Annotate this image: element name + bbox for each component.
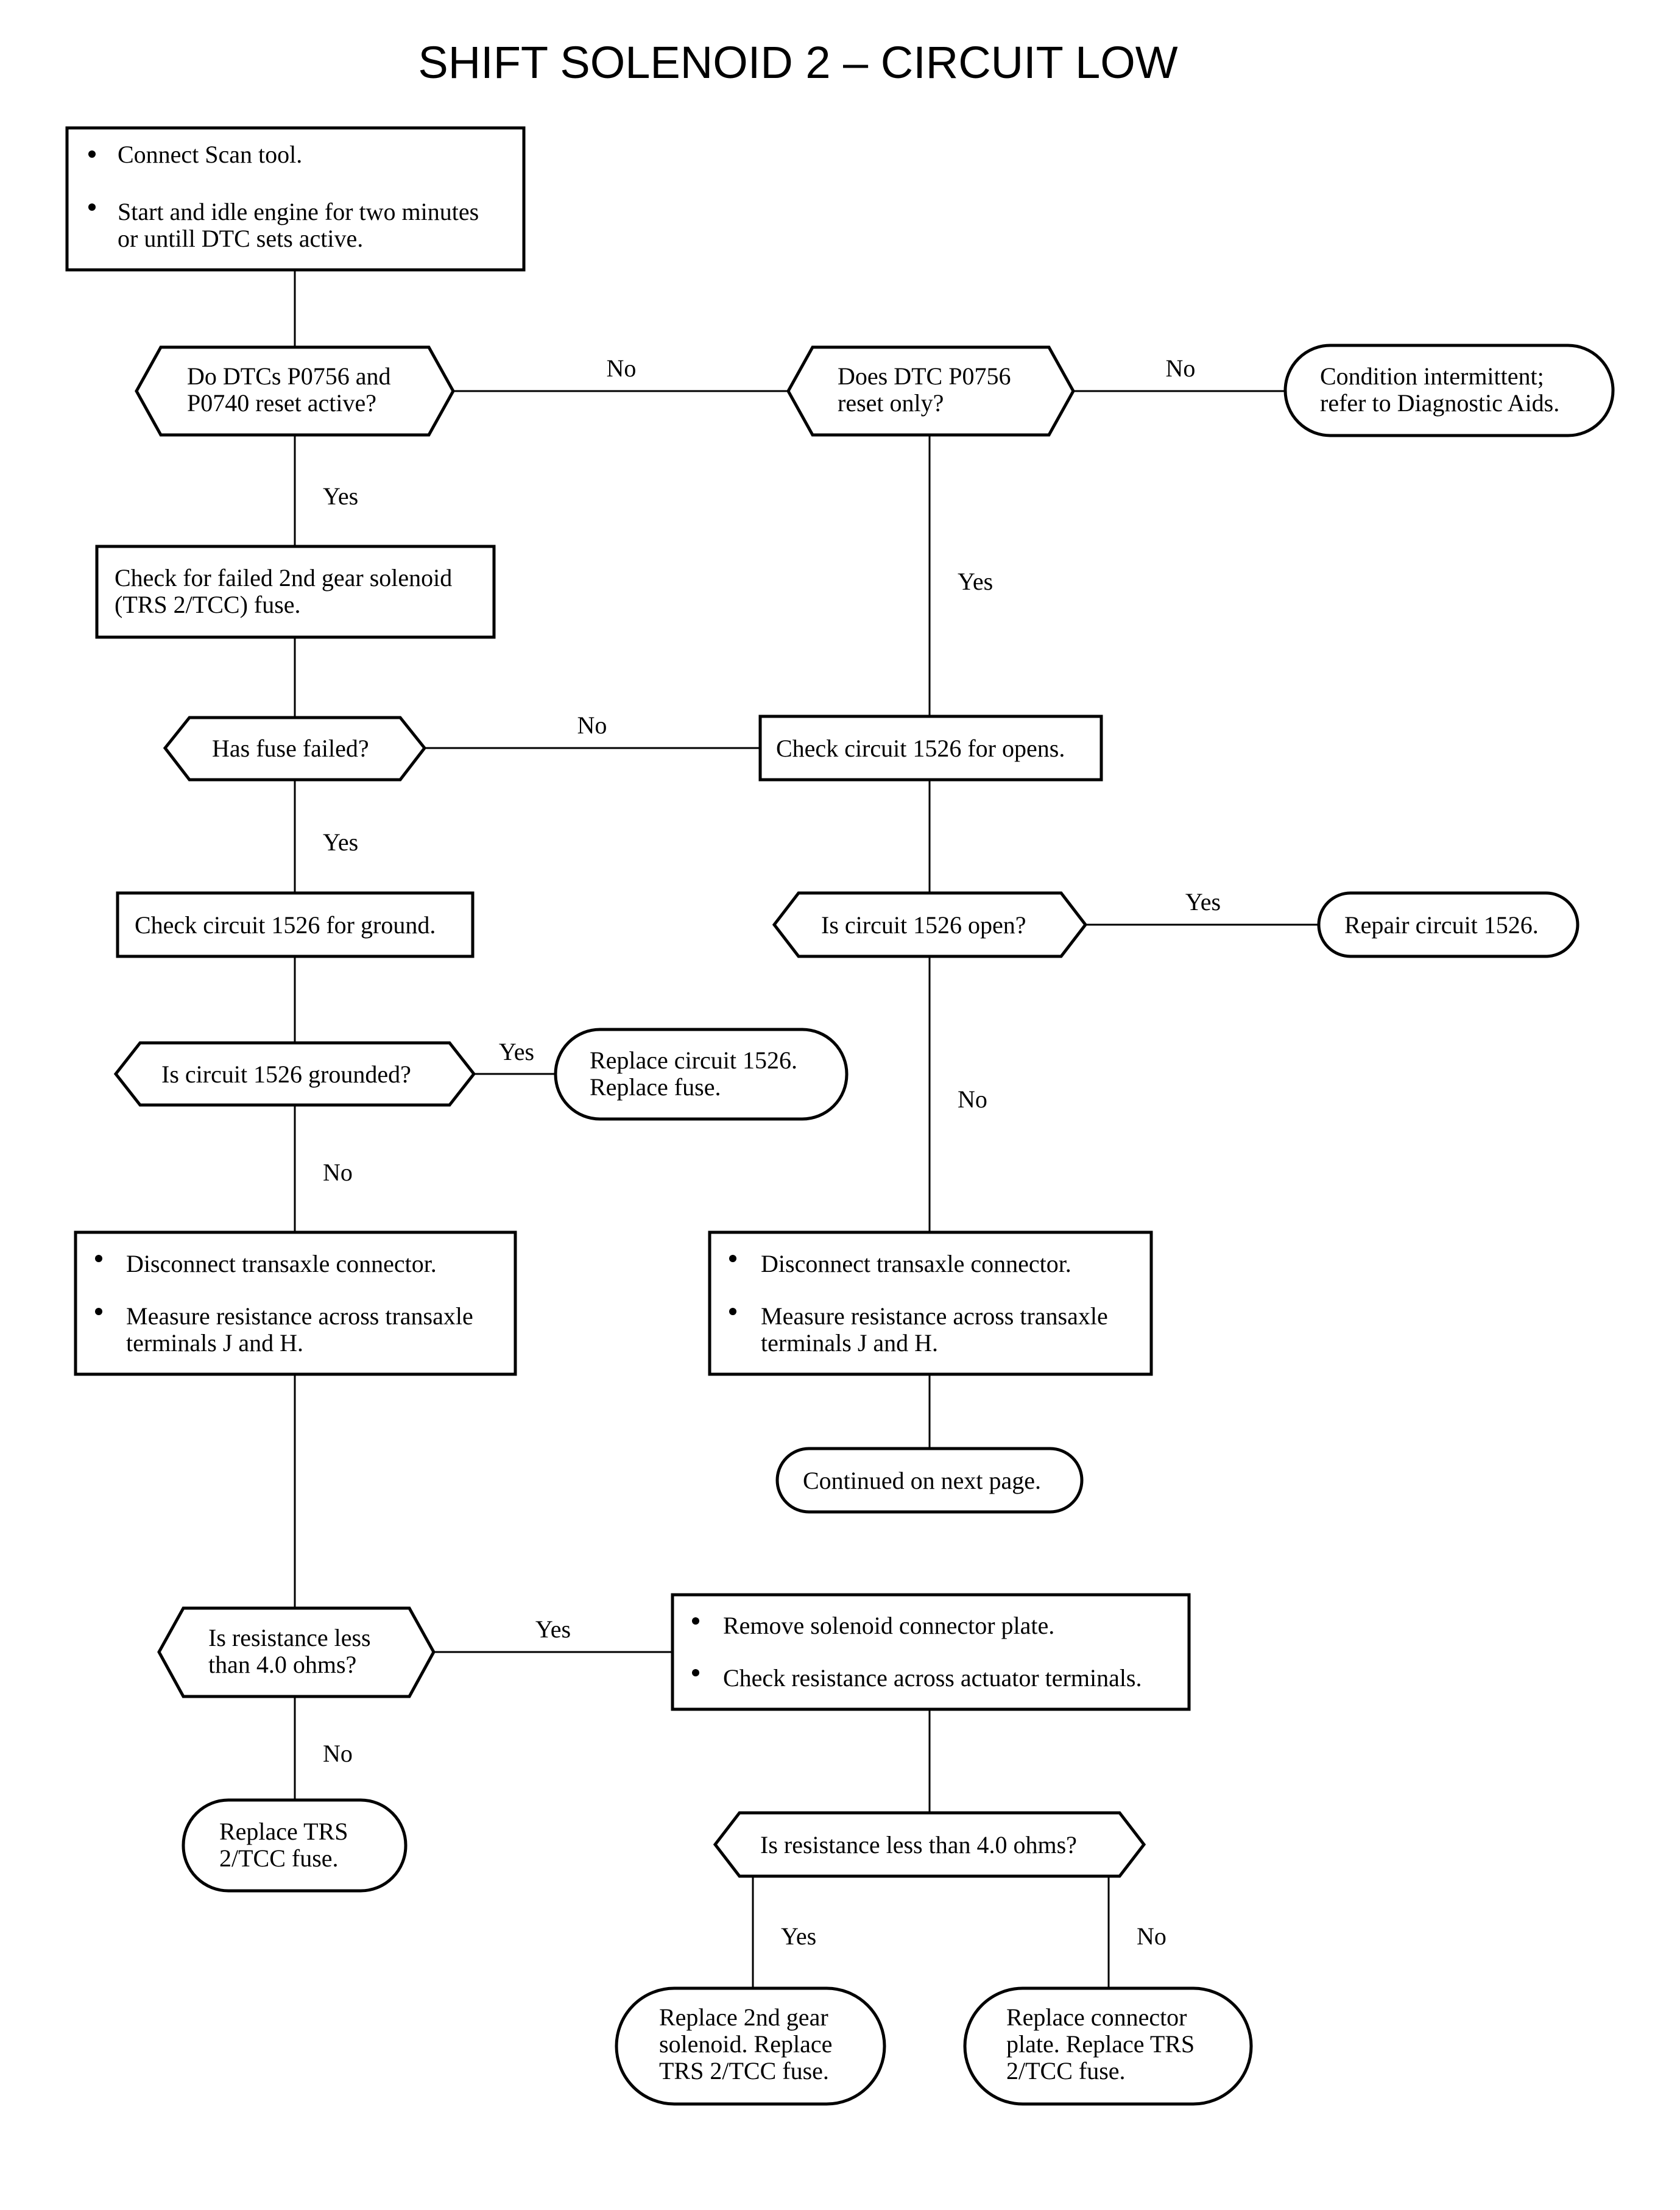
node-text: Check circuit 1526 for ground.: [135, 911, 436, 939]
node-text: Check for failed 2nd gear solenoid: [115, 564, 452, 591]
decision-circuit-open: Is circuit 1526 open?: [772, 891, 1088, 958]
edge-label: No: [1166, 355, 1196, 382]
node-text: (TRS 2/TCC) fuse.: [115, 591, 301, 618]
edge-label: Yes: [781, 1922, 816, 1950]
node-text: Has fuse failed?: [212, 735, 369, 762]
decision-dtc-only: Does DTC P0756 reset only?: [786, 345, 1075, 437]
edge-label: Yes: [535, 1615, 571, 1643]
terminal-replace-solenoid: Replace 2nd gear solenoid. Replace TRS 2…: [615, 1986, 886, 2106]
node-text: Is circuit 1526 grounded?: [161, 1061, 411, 1088]
node-text: Measure resistance across transaxle: [761, 1302, 1108, 1330]
action-check-ground: Check circuit 1526 for ground.: [116, 891, 475, 958]
node-text: Replace connector: [1006, 2003, 1187, 2031]
node-text: Measure resistance across transaxle: [126, 1302, 473, 1330]
edge-label: Yes: [499, 1038, 534, 1065]
node-text: 2/TCC fuse.: [219, 1845, 339, 1872]
node-text: Disconnect transaxle connector.: [761, 1250, 1071, 1277]
edge-label: No: [1137, 1922, 1166, 1950]
node-text: reset only?: [838, 389, 944, 417]
node-text: Is resistance less than 4.0 ohms?: [760, 1831, 1077, 1859]
start-step: Connect Scan tool. Start and idle engine…: [65, 126, 526, 272]
action-disconnect-left: Disconnect transaxle connector. Measure …: [74, 1230, 517, 1376]
node-text: P0740 reset active?: [187, 389, 376, 417]
terminal-replace-plate: Replace connector plate. Replace TRS 2/T…: [963, 1986, 1253, 2106]
node-text: TRS 2/TCC fuse.: [659, 2057, 829, 2085]
node-text: than 4.0 ohms?: [208, 1651, 356, 1678]
edge-label: Yes: [323, 482, 358, 510]
terminal-replace-fuse: Replace TRS 2/TCC fuse.: [182, 1798, 408, 1893]
node-text: plate. Replace TRS: [1006, 2030, 1195, 2058]
node-text: Does DTC P0756: [838, 362, 1011, 390]
edge-label: No: [577, 711, 607, 739]
edge-label: No: [323, 1159, 353, 1186]
action-check-opens: Check circuit 1526 for opens.: [758, 715, 1103, 782]
action-remove-plate: Remove solenoid connector plate. Check r…: [671, 1593, 1191, 1711]
node-text: 2/TCC fuse.: [1006, 2057, 1126, 2085]
terminal-continued: Continued on next page.: [775, 1447, 1084, 1514]
edge-label: No: [607, 355, 637, 382]
edge-label: Yes: [958, 568, 993, 595]
action-check-fuse: Check for failed 2nd gear solenoid (TRS …: [95, 545, 496, 639]
edge-label: Yes: [1185, 888, 1221, 916]
node-text: Continued on next page.: [803, 1467, 1041, 1494]
node-text: Replace circuit 1526.: [590, 1047, 797, 1074]
node-text: or untill DTC sets active.: [118, 225, 363, 252]
decision-dtcs-both: Do DTCs P0756 and P0740 reset active?: [135, 345, 455, 437]
node-text: Start and idle engine for two minutes: [118, 198, 479, 225]
node-text: Condition intermittent;: [1320, 362, 1544, 390]
node-text: Is circuit 1526 open?: [821, 911, 1026, 939]
node-text: Replace 2nd gear: [659, 2003, 828, 2031]
connector-lines: [294, 270, 1319, 1988]
terminal-replace-circuit: Replace circuit 1526. Replace fuse.: [554, 1028, 849, 1121]
node-text: terminals J and H.: [126, 1329, 303, 1357]
node-text: Connect Scan tool.: [118, 141, 302, 168]
node-text: terminals J and H.: [761, 1329, 938, 1357]
edge-label: No: [323, 1740, 353, 1767]
edge-label: Yes: [323, 828, 358, 856]
decision-fuse-failed: Has fuse failed?: [163, 716, 427, 782]
node-text: Replace fuse.: [590, 1073, 721, 1101]
terminal-intermittent: Condition intermittent; refer to Diagnos…: [1283, 344, 1615, 437]
edge-label: No: [958, 1086, 987, 1113]
node-text: Do DTCs P0756 and: [187, 362, 390, 390]
node-text: Is resistance less: [208, 1624, 371, 1651]
terminal-repair: Repair circuit 1526.: [1317, 891, 1579, 958]
node-text: solenoid. Replace: [659, 2030, 832, 2058]
decision-circuit-grounded: Is circuit 1526 grounded?: [113, 1041, 476, 1107]
node-text: Replace TRS: [219, 1818, 348, 1845]
decision-resistance-right: Is resistance less than 4.0 ohms?: [713, 1811, 1146, 1878]
node-text: Disconnect transaxle connector.: [126, 1250, 437, 1277]
decision-resistance-left: Is resistance less than 4.0 ohms?: [157, 1606, 436, 1698]
node-text: refer to Diagnostic Aids.: [1320, 389, 1559, 417]
node-text: Repair circuit 1526.: [1344, 911, 1539, 939]
node-text: Check resistance across actuator termina…: [723, 1664, 1142, 1692]
node-text: Check circuit 1526 for opens.: [776, 735, 1065, 762]
node-text: Remove solenoid connector plate.: [723, 1612, 1054, 1639]
chart-title: SHIFT SOLENOID 2 – CIRCUIT LOW: [418, 37, 1177, 88]
action-disconnect-right: Disconnect transaxle connector. Measure …: [708, 1230, 1153, 1376]
